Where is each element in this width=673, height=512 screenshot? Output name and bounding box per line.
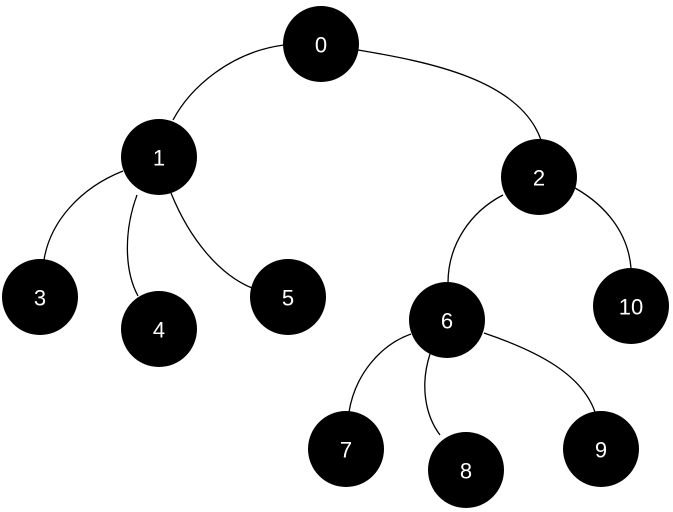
node-circle [409,282,485,358]
node-10: 10 [593,268,669,344]
node-circle [250,259,326,335]
edge-1-5 [170,192,253,289]
node-label: 3 [34,286,46,311]
node-circle [283,6,359,82]
node-4: 4 [121,291,197,367]
edge-6-7 [348,333,412,413]
node-5: 5 [250,259,326,335]
node-label: 6 [441,309,453,334]
node-label: 2 [533,166,545,191]
node-label: 1 [153,146,165,171]
edge-2-10 [574,187,632,269]
node-9: 9 [563,411,639,487]
node-3: 3 [2,259,78,335]
tree-nodes: 0 1 2 3 4 5 6 7 8 9 10 [2,6,669,508]
node-6: 6 [409,282,485,358]
node-circle [308,411,384,487]
tree-edges [43,44,632,436]
node-circle [428,432,504,508]
node-circle [121,291,197,367]
node-label: 9 [595,438,607,463]
edge-6-9 [483,332,596,413]
node-circle [121,119,197,195]
node-2: 2 [501,139,577,215]
node-circle [593,268,669,344]
node-label: 0 [315,33,327,58]
node-8: 8 [428,432,504,508]
edge-6-8 [424,353,441,436]
node-0: 0 [283,6,359,82]
edge-0-2 [357,49,542,141]
node-label: 5 [282,286,294,311]
edge-1-3 [43,170,124,261]
node-label: 10 [619,295,643,320]
edge-1-4 [126,194,139,297]
node-circle [2,259,78,335]
node-circle [501,139,577,215]
node-7: 7 [308,411,384,487]
node-1: 1 [121,119,197,195]
node-circle [563,411,639,487]
node-label: 8 [460,459,472,484]
edge-2-6 [447,194,504,284]
node-label: 7 [340,438,352,463]
edge-0-1 [172,44,285,121]
node-label: 4 [153,318,165,343]
